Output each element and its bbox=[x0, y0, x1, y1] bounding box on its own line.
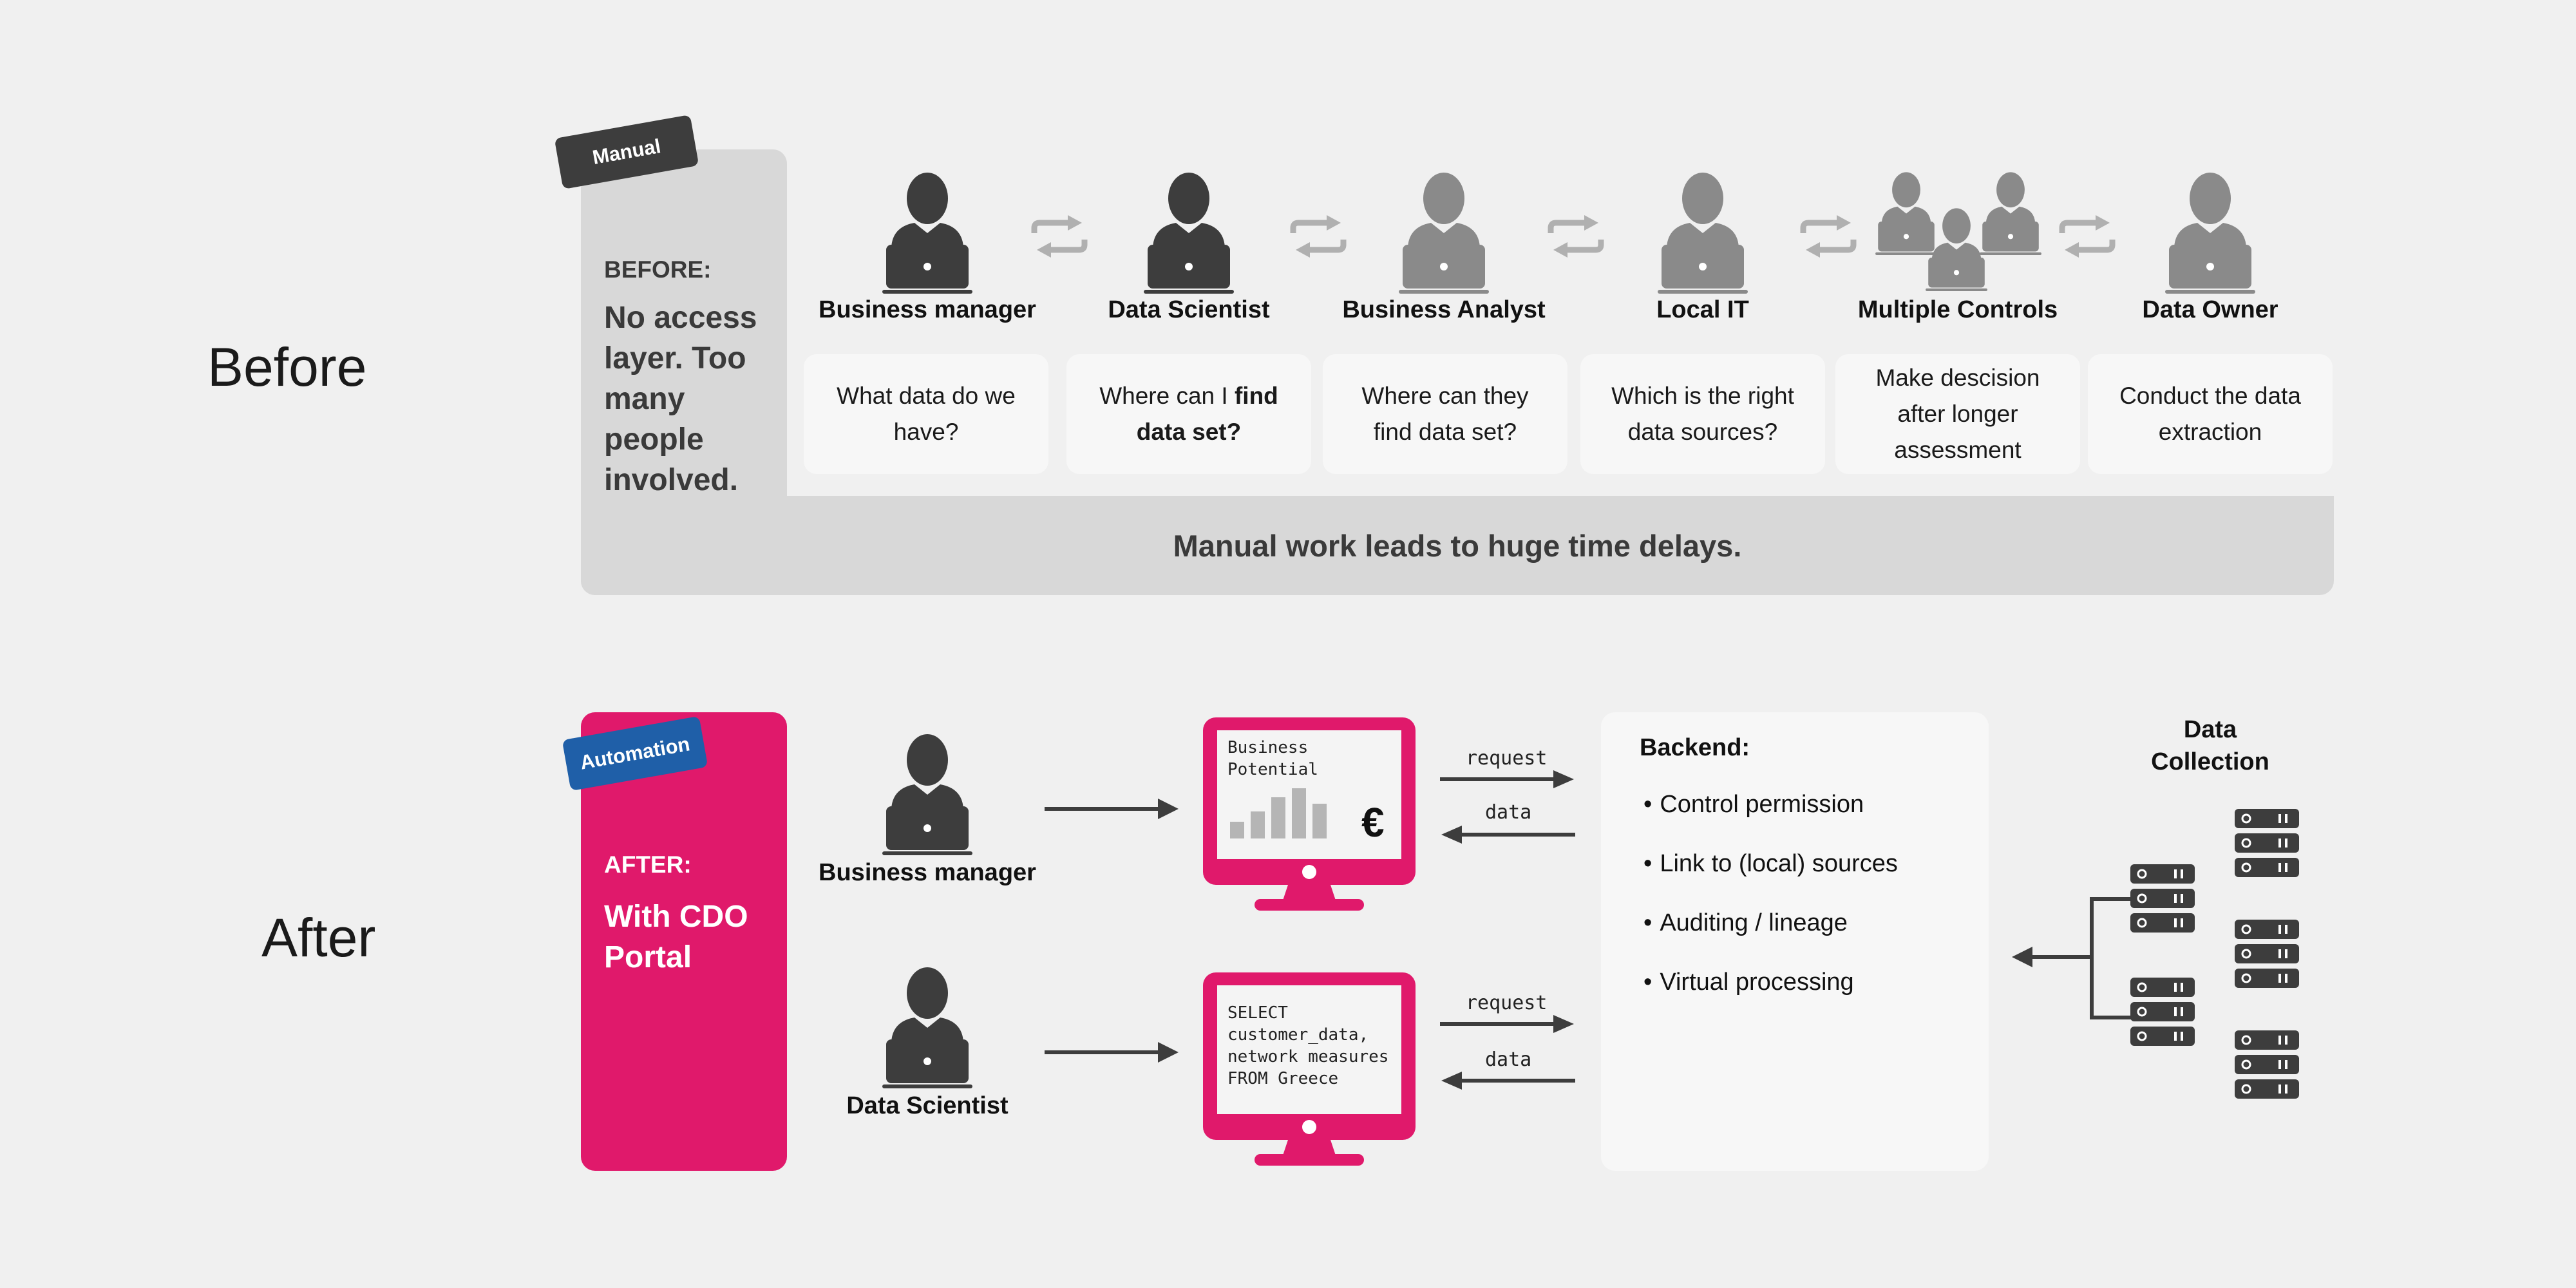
sql-line4: FROM Greece bbox=[1227, 1069, 1339, 1088]
data-scientist-icon bbox=[882, 966, 972, 1088]
monitor-icon bbox=[1203, 972, 1416, 1166]
multiple-controls-icon-right bbox=[1980, 171, 2041, 255]
after-label: After bbox=[261, 907, 376, 968]
business-analyst-icon bbox=[1399, 171, 1489, 294]
monitor-icon bbox=[1203, 717, 1416, 911]
before-label: Before bbox=[207, 337, 367, 397]
question-box-data-owner: Conduct the data extraction bbox=[2088, 354, 2333, 474]
data-collection-line1: Data bbox=[2183, 716, 2237, 743]
question-text: Conduct the data extraction bbox=[2119, 383, 2301, 445]
server-icon bbox=[2130, 978, 2195, 1046]
question-text: What data do we have? bbox=[837, 383, 1016, 445]
after-subtitle: AFTER: bbox=[604, 851, 692, 878]
backend-item: Link to (local) sources bbox=[1643, 850, 1898, 878]
role-name-data-scientist: Data Scientist bbox=[1108, 296, 1270, 323]
role-name-business-analyst: Business Analyst bbox=[1342, 296, 1546, 323]
question-text: Which is the right data sources? bbox=[1611, 383, 1794, 445]
monitor-sql-query: SELECT customer_data, network measures F… bbox=[1203, 972, 1416, 1168]
data-scientist-icon bbox=[1144, 171, 1234, 294]
sql-line3: network measures bbox=[1227, 1047, 1389, 1066]
backend-item: Auditing / lineage bbox=[1643, 909, 1848, 937]
question-box-business-analyst: Where can they find data set? bbox=[1323, 354, 1567, 474]
question-text: Where can I find data set? bbox=[1099, 383, 1278, 445]
after-role-business-manager: Business manager bbox=[819, 859, 1036, 886]
exchange-icon-2 bbox=[1289, 214, 1347, 259]
server-icon bbox=[2235, 809, 2299, 877]
request-label: request bbox=[1466, 747, 1548, 770]
question-box-multiple-controls: Make descision after longer assessment bbox=[1835, 354, 2080, 474]
data-owner-icon bbox=[2165, 171, 2255, 294]
role-name-business-manager: Business manager bbox=[819, 296, 1036, 323]
backend-title: Backend: bbox=[1640, 734, 1750, 761]
backend-item: Control permission bbox=[1643, 791, 1864, 819]
exchange-icon-1 bbox=[1030, 214, 1088, 259]
exchange-icon-4 bbox=[1799, 214, 1857, 259]
after-panel bbox=[581, 712, 787, 1171]
exchange-icon-5 bbox=[2058, 214, 2116, 259]
arrow-left-icon bbox=[1441, 826, 1575, 844]
monitor1-line1: Business bbox=[1227, 738, 1309, 757]
data-label: data bbox=[1485, 1048, 1532, 1071]
sql-line2: customer_data, bbox=[1227, 1025, 1369, 1045]
backend-box bbox=[1601, 712, 1989, 1171]
monitor-business-potential: Business Potential € bbox=[1203, 717, 1416, 913]
server-icon bbox=[2235, 920, 2299, 988]
before-footer-text: Manual work leads to huge time delays. bbox=[1173, 528, 1742, 563]
local-it-icon bbox=[1658, 171, 1748, 294]
role-name-data-owner: Data Owner bbox=[2142, 296, 2278, 323]
role-name-local-it: Local IT bbox=[1656, 296, 1749, 323]
exchange-icon-3 bbox=[1547, 214, 1605, 259]
multiple-controls-icon-center bbox=[1926, 207, 1987, 291]
arrow-right-icon bbox=[1440, 770, 1574, 788]
role-name-multiple-controls: Multiple Controls bbox=[1857, 296, 2058, 323]
server-icon bbox=[2235, 1030, 2299, 1099]
business-manager-icon bbox=[882, 733, 972, 855]
question-box-data-scientist: Where can I find data set? bbox=[1066, 354, 1311, 474]
question-text: Where can they find data set? bbox=[1361, 383, 1529, 445]
sql-line1: SELECT bbox=[1227, 1003, 1288, 1023]
arrow-left-icon bbox=[1441, 1072, 1575, 1090]
monitor1-line2: Potential bbox=[1227, 760, 1318, 779]
data-collection-title: Data Collection bbox=[2146, 714, 2275, 778]
arrow-right-icon bbox=[1045, 799, 1179, 819]
arrow-right-icon bbox=[1045, 1042, 1179, 1063]
after-role-data-scientist: Data Scientist bbox=[846, 1092, 1009, 1119]
request-label: request bbox=[1466, 992, 1548, 1014]
server-icon bbox=[2130, 864, 2195, 933]
before-footer-bar bbox=[581, 496, 2334, 595]
data-label: data bbox=[1485, 801, 1532, 824]
before-subtitle: BEFORE: bbox=[604, 256, 712, 283]
after-headline: With CDO Portal bbox=[604, 900, 748, 974]
euro-icon: € bbox=[1361, 799, 1385, 846]
question-text: Make descision after longer assessment bbox=[1875, 365, 2040, 463]
before-headline: No access layer. Too many people involve… bbox=[604, 301, 757, 497]
arrow-right-icon bbox=[1440, 1015, 1574, 1033]
question-box-local-it: Which is the right data sources? bbox=[1580, 354, 1825, 474]
business-manager-icon bbox=[882, 171, 972, 294]
question-box-business-manager: What data do we have? bbox=[804, 354, 1048, 474]
backend-item: Virtual processing bbox=[1643, 969, 1853, 996]
collect-arrow-icon bbox=[2012, 897, 2132, 1019]
data-collection-line2: Collection bbox=[2151, 748, 2269, 775]
